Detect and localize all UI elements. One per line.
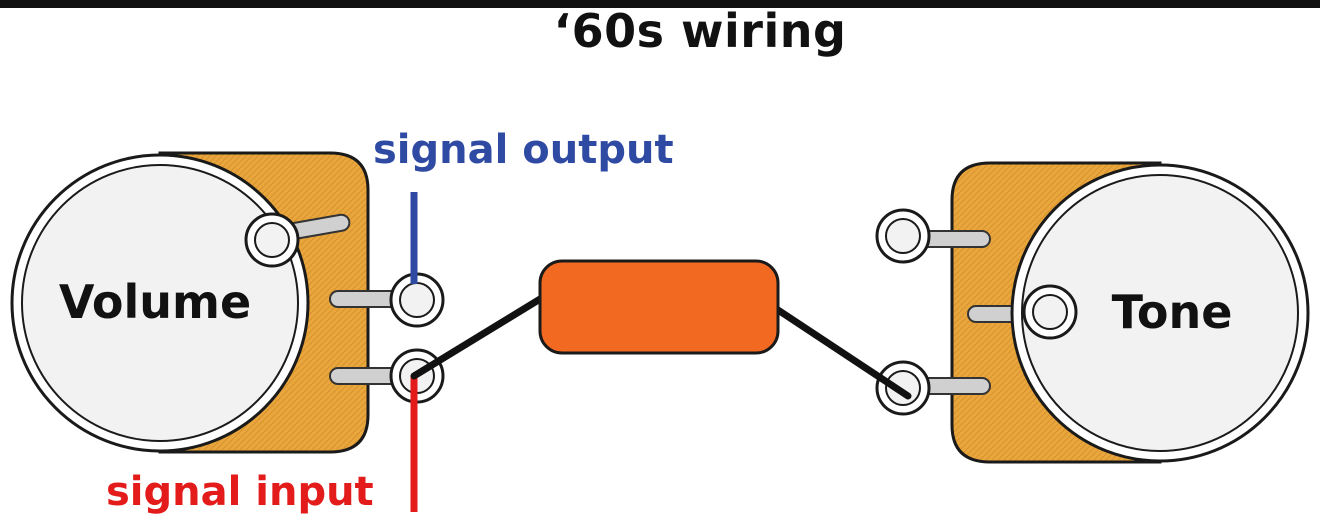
capacitor-lead-left [410,292,549,380]
capacitor [538,259,780,355]
top-border-bar [0,0,1320,8]
diagram-title: ‘60s wiring [553,4,847,58]
signal-input-label: signal input [106,469,374,515]
volume-pot-face-inner [21,164,299,442]
volume-lug-ring-top-inner [254,222,290,258]
volume-pot: Volume [10,151,445,454]
tone-pot-face-inner [1021,174,1299,452]
tone-label: Tone [1112,285,1233,339]
capacitor-lead-right [771,304,912,400]
tone-lug-ring-wiper-inner [1032,294,1068,330]
tone-lug-ring-bottom-inner [885,370,921,406]
signal-output-label: signal output [373,127,674,173]
tone-pot: Tone [875,161,1310,464]
tone-lug-ring-top-inner [885,218,921,254]
volume-label: Volume [59,275,251,329]
volume-lug-ring-output-inner [399,282,435,318]
